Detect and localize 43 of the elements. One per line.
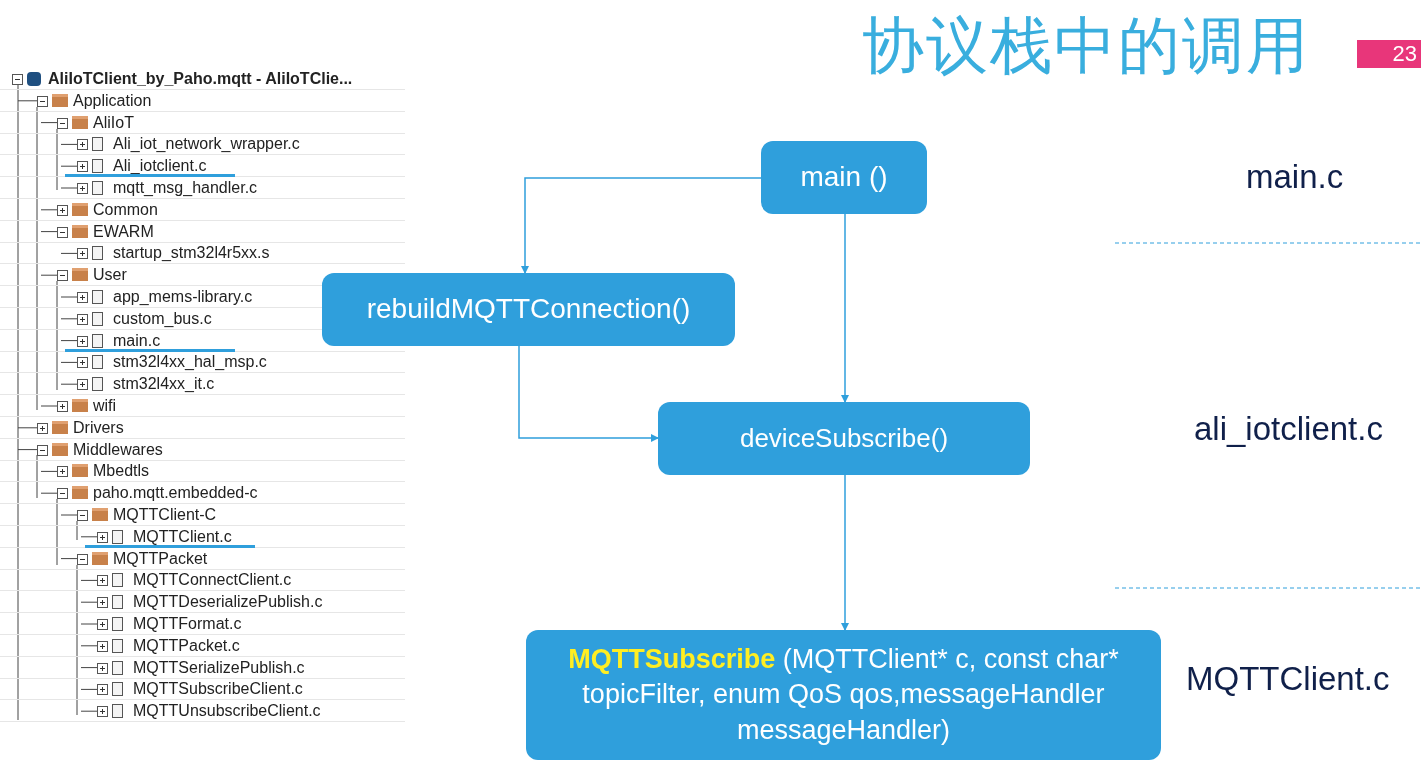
folder-name: Common xyxy=(93,199,158,220)
arrow xyxy=(841,213,849,403)
arrow xyxy=(841,474,849,631)
folder-name: Middlewares xyxy=(73,439,163,460)
project-name: AliIoTClient_by_Paho.mqtt - AliIoTClie... xyxy=(48,69,353,89)
folder-name: Application xyxy=(73,90,152,111)
file-name: stm32l4xx_it.c xyxy=(113,374,215,395)
file-name: MQTTPacket.c xyxy=(133,635,240,656)
file-name: MQTTFormat.c xyxy=(133,614,242,634)
folder-name: paho.mqtt.embedded-c xyxy=(93,483,258,504)
file-label: ali_iotclient.c xyxy=(1194,410,1383,448)
file-name: Ali_iotclient.c xyxy=(113,156,207,177)
folder-name: Drivers xyxy=(73,417,124,438)
arrow xyxy=(518,345,659,442)
file-name: app_mems-library.c xyxy=(113,287,253,307)
file-name: startup_stm32l4r5xx.s xyxy=(113,243,270,264)
folder-name: EWARM xyxy=(93,221,154,242)
process-box: MQTTSubscribe (MQTTClient* c, const char* topicFilter, enum QoS qos,messageHandler messageHandler) xyxy=(526,630,1161,760)
file-name: MQTTSubscribeClient.c xyxy=(133,679,303,700)
folder-name: MQTTClient-C xyxy=(113,505,217,525)
file-name: MQTTSerializePublish.c xyxy=(133,657,305,678)
process-box: main () xyxy=(761,141,927,214)
process-box: rebuildMQTTConnection() xyxy=(322,273,735,346)
slide-title: 协议栈中的调用 xyxy=(862,8,1310,84)
process-box: deviceSubscribe() xyxy=(658,402,1030,475)
file-name: MQTTUnsubscribeClient.c xyxy=(133,701,321,722)
folder-name: MQTTPacket xyxy=(113,548,208,569)
file-name: MQTTClient.c xyxy=(133,526,232,547)
file-name: stm32l4xx_hal_msp.c xyxy=(113,352,267,373)
folder-name: wifi xyxy=(93,396,117,416)
file-name: MQTTDeserializePublish.c xyxy=(133,592,323,613)
arrow xyxy=(521,177,762,274)
page-number: 23 xyxy=(1357,40,1421,68)
file-name: Ali_iot_network_wrapper.c xyxy=(113,134,300,155)
file-name: custom_bus.c xyxy=(113,308,212,329)
folder-name: User xyxy=(93,265,127,286)
folder-name: Mbedtls xyxy=(93,461,150,482)
file-label: MQTTClient.c xyxy=(1186,660,1390,698)
file-name: MQTTConnectClient.c xyxy=(133,570,292,591)
file-name: mqtt_msg_handler.c xyxy=(113,178,258,198)
file-name: main.c xyxy=(113,330,161,351)
folder-name: AliIoT xyxy=(93,112,134,133)
file-label: main.c xyxy=(1246,158,1344,196)
